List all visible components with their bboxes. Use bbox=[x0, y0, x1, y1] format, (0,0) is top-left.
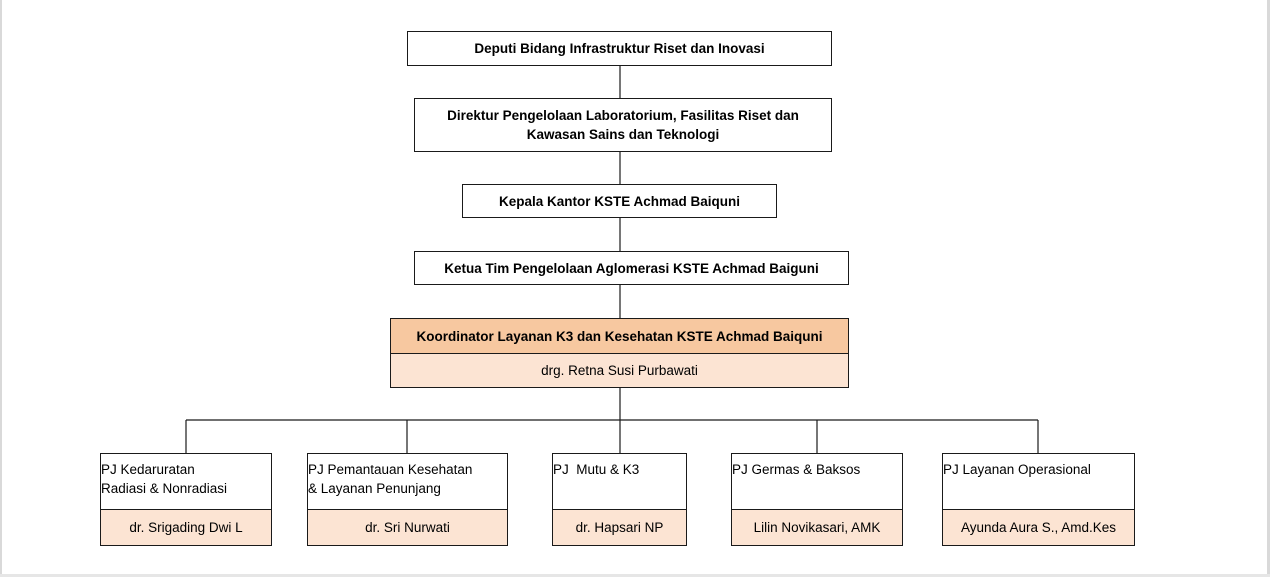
unit-title-line1: PJ Mutu & K3 bbox=[553, 462, 640, 477]
ketua-box: Ketua Tim Pengelolaan Aglomerasi KSTE Ac… bbox=[414, 251, 849, 285]
unit-title-line1: PJ Kedaruratan bbox=[101, 462, 195, 477]
frame-bottom-edge bbox=[0, 574, 1270, 577]
unit-person-box: dr. Sri Nurwati bbox=[307, 509, 508, 546]
unit-person-box: Ayunda Aura S., Amd.Kes bbox=[942, 509, 1135, 546]
deputi-label: Deputi Bidang Infrastruktur Riset dan In… bbox=[474, 41, 765, 56]
unit-person-box: dr. Hapsari NP bbox=[552, 509, 687, 546]
unit-box-operasional: PJ Layanan Operasional bbox=[942, 453, 1135, 510]
unit-box-kedaruratan: PJ Kedaruratan Radiasi & Nonradiasi bbox=[100, 453, 272, 510]
unit-box-pemantauan: PJ Pemantauan Kesehatan & Layanan Penunj… bbox=[307, 453, 508, 510]
direktur-label-line2: Kawasan Sains dan Teknologi bbox=[526, 127, 720, 142]
unit-box-germas: PJ Germas & Baksos bbox=[731, 453, 903, 510]
koordinator-name-box: drg. Retna Susi Purbawati bbox=[390, 353, 849, 388]
unit-box-mutu: PJ Mutu & K3 bbox=[552, 453, 687, 510]
unit-person: dr. Srigading Dwi L bbox=[129, 520, 243, 535]
unit-title-line2: Radiasi & Nonradiasi bbox=[101, 481, 228, 496]
unit-person-box: Lilin Novikasari, AMK bbox=[731, 509, 903, 546]
unit-person: Ayunda Aura S., Amd.Kes bbox=[960, 520, 1117, 535]
koordinator-title-box: Koordinator Layanan K3 dan Kesehatan KST… bbox=[390, 318, 849, 354]
direktur-label-line1: Direktur Pengelolaan Laboratorium, Fasil… bbox=[447, 108, 799, 123]
kepala-label: Kepala Kantor KSTE Achmad Baiquni bbox=[498, 193, 741, 209]
unit-person: dr. Sri Nurwati bbox=[365, 520, 450, 535]
unit-person: Lilin Novikasari, AMK bbox=[753, 520, 881, 535]
koordinator-title: Koordinator Layanan K3 dan Kesehatan KST… bbox=[416, 328, 823, 344]
unit-title-line1: PJ Pemantauan Kesehatan bbox=[308, 462, 473, 477]
unit-person: dr. Hapsari NP bbox=[575, 520, 664, 535]
frame-left-edge bbox=[0, 0, 2, 577]
koordinator-name: drg. Retna Susi Purbawati bbox=[541, 363, 698, 378]
ketua-label: Ketua Tim Pengelolaan Aglomerasi KSTE Ac… bbox=[444, 260, 819, 276]
frame-right-edge bbox=[1267, 0, 1270, 577]
unit-title-line2: & Layanan Penunjang bbox=[308, 481, 441, 496]
deputi-box: Deputi Bidang Infrastruktur Riset dan In… bbox=[407, 31, 832, 66]
kepala-box: Kepala Kantor KSTE Achmad Baiquni bbox=[462, 184, 777, 218]
unit-person-box: dr. Srigading Dwi L bbox=[100, 509, 272, 546]
unit-title-line1: PJ Layanan Operasional bbox=[943, 462, 1091, 477]
direktur-box: Direktur Pengelolaan Laboratorium, Fasil… bbox=[414, 98, 832, 152]
unit-title-line1: PJ Germas & Baksos bbox=[732, 462, 861, 477]
